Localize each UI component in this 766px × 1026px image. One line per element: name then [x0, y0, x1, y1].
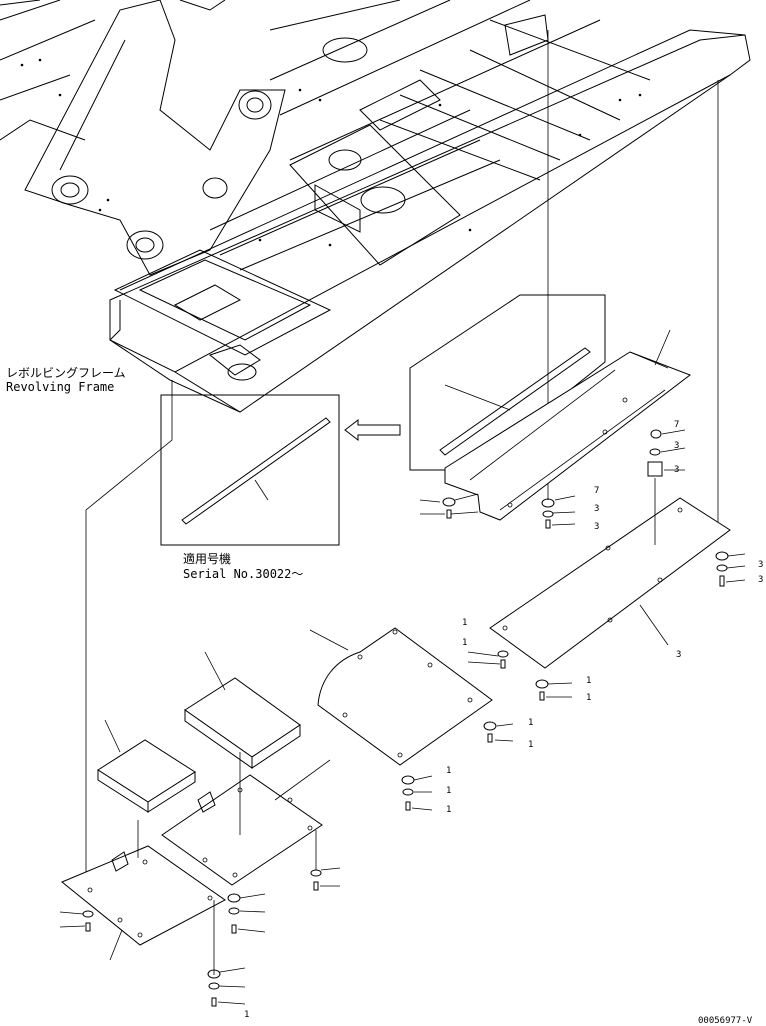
revolving-frame [0, 0, 751, 413]
floor-plate-upper [161, 774, 323, 886]
detail-box-upper [409, 294, 606, 471]
callout-number: 1 [586, 676, 592, 686]
callout-number: 1 [528, 718, 534, 728]
callout-number: 3 [674, 441, 680, 451]
document-id: 00056977-V [698, 1016, 753, 1026]
pad-upper [184, 677, 301, 769]
callout-number: 1 [446, 805, 452, 815]
callout-number: 1 [528, 740, 534, 750]
callout-number: 1 [446, 786, 452, 796]
callout-number: 1 [446, 766, 452, 776]
pad-lower [97, 739, 196, 813]
detail-box-lower [160, 394, 340, 546]
callout-number: 3 [594, 522, 600, 532]
floor-plate-lower [61, 845, 226, 946]
arrow-left-icon [344, 418, 401, 442]
frame-leader [85, 380, 173, 890]
callout-number: 3 [594, 504, 600, 514]
callout-number: 3 [758, 575, 764, 585]
revolving-frame-label-en: Revolving Frame [6, 380, 115, 394]
cover-plate-right [489, 497, 731, 669]
callout-number: 1 [462, 638, 468, 648]
callout-number: 1 [462, 618, 468, 628]
serial-label-jp: 適用号機 [183, 552, 232, 566]
callout-number: 1 [244, 1010, 250, 1020]
callout-number: 3 [758, 560, 764, 570]
callout-number: 7 [674, 420, 680, 430]
fasteners [59, 429, 746, 1007]
revolving-frame-label-jp: レボルビングフレーム [6, 366, 126, 380]
cover-plate-middle [317, 627, 493, 766]
serial-label-en: Serial No.30022～ [183, 567, 304, 581]
callout-number: 1 [586, 693, 592, 703]
callout-number: 3 [676, 650, 682, 660]
callout-number: 7 [594, 486, 600, 496]
part-leaders [104, 329, 671, 975]
callout-number: 3 [674, 465, 680, 475]
cover-plate-upper [444, 351, 692, 521]
